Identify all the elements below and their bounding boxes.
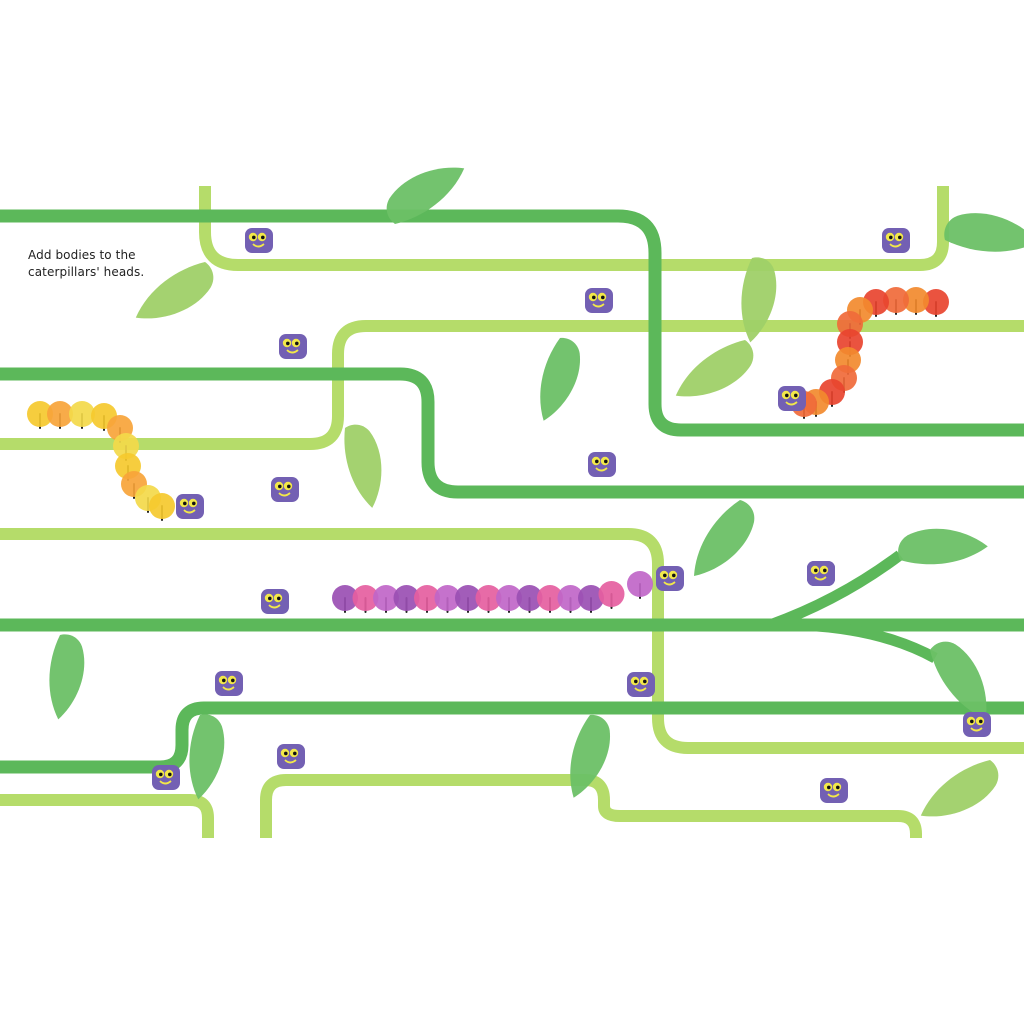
body-circle [69,401,95,427]
lone-caterpillar-head [215,671,243,696]
vine-dark-branch [768,550,904,631]
vine-dark-2 [0,367,1024,499]
body-circle [903,287,929,313]
vine-dark-branch-2 [799,619,938,663]
leaf [675,340,754,397]
body-circle [496,585,522,611]
vine-dark-4 [0,701,1024,774]
body-circle [332,585,358,611]
lone-caterpillar-head [627,672,655,697]
body-circle [27,401,53,427]
lone-caterpillar-head [152,765,180,790]
lone-caterpillar-head [245,228,273,253]
leaf [930,641,987,720]
lone-caterpillar-head [585,288,613,313]
yellow-caterpillar [27,401,204,521]
leaf [920,760,999,817]
dark-vines [0,209,1024,774]
body-circle [923,289,949,315]
leaf [898,528,988,565]
lone-caterpillar-head [279,334,307,359]
red-caterpillar [778,287,949,419]
leaf [694,500,755,576]
caterpillar-head [656,566,684,591]
caterpillar-head [778,386,806,411]
body-circle [455,585,481,611]
light-vines [0,186,1024,840]
vine-light-4 [0,794,214,838]
leaf [135,262,214,319]
caterpillars [27,287,949,613]
body-circle [373,585,399,611]
body-circle [837,311,863,337]
lone-heads [152,228,991,803]
caterpillar-head [176,494,204,519]
vine-light-5 [260,774,922,840]
body-circle [883,287,909,313]
lone-caterpillar-head [820,778,848,803]
body-circle [352,585,379,611]
leaves [49,167,1024,817]
purple-caterpillar [332,566,684,613]
body-circle [47,401,73,427]
lone-caterpillar-head [588,452,616,477]
lone-caterpillar-head [261,589,289,614]
body-circle [627,571,653,597]
body-circle [475,585,502,611]
instruction-text: Add bodies to the caterpillars' heads. [28,248,145,279]
vine-dark-1 [0,209,1024,437]
body-circle [434,585,461,611]
lone-caterpillar-head [882,228,910,253]
body-circle [537,585,563,611]
lone-caterpillar-head [963,712,991,737]
leaf [386,167,465,224]
vine-light-3 [0,528,1024,754]
lone-caterpillar-head [807,561,835,586]
leaf [189,714,225,800]
leaf [570,714,611,798]
body-circle [578,585,604,611]
vine-light-1 [199,186,949,271]
body-circle [557,585,584,611]
leaf [540,337,581,421]
body-circle [393,585,420,611]
leaf [344,424,382,508]
body-circle [516,585,543,611]
leaf [49,634,85,720]
body-circle [113,433,139,459]
leaf [944,213,1024,252]
vine-light-2 [0,320,1024,450]
body-circle [149,493,175,519]
lone-caterpillar-head [271,477,299,502]
body-circle [598,581,625,607]
leaf [741,257,777,343]
body-circle [414,585,440,611]
lone-caterpillar-head [277,744,305,769]
